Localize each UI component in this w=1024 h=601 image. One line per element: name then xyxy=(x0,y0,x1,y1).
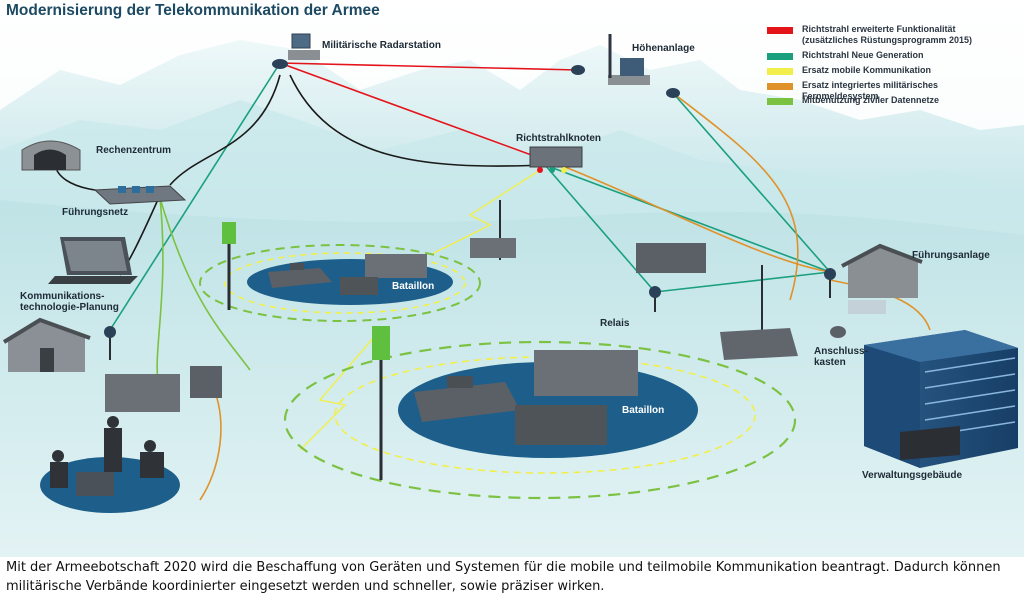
label-line: technologie-Planung xyxy=(20,302,119,313)
scene-illustration xyxy=(0,0,1024,557)
label-kommunikation: Kommunikations-technologie-Planung xyxy=(20,291,119,313)
link-green-hoehe-fuehrung xyxy=(672,92,831,273)
page-title: Modernisierung der Telekommunikation der… xyxy=(6,2,380,19)
legend-text: Ersatz integriertes militärisches Fernme… xyxy=(802,80,939,101)
link-black-radar-netz xyxy=(169,74,281,186)
zone-2-inner xyxy=(334,356,756,474)
label-line: kasten xyxy=(814,357,846,368)
link-yellow-1 xyxy=(429,169,541,256)
legend-text: Richtstrahl erweiterte Funktionalität(zu… xyxy=(802,24,972,46)
label-hoehen: Höhenanlage xyxy=(632,43,695,54)
richtstrahlknoten xyxy=(529,146,583,173)
label-radar: Militärische Radarstation xyxy=(322,40,441,51)
soldiers xyxy=(50,416,164,496)
label-anschluss: Anschluss-kasten xyxy=(814,346,868,368)
radar-station xyxy=(272,33,320,69)
label-fuehrungsanlage: Führungsanlage xyxy=(912,250,990,261)
legend-item-red: Richtstrahl erweiterte Funktionalität(zu… xyxy=(767,24,1017,50)
label-richt: Richtstrahlknoten xyxy=(516,133,602,144)
rechenzentrum xyxy=(21,140,81,171)
link-green-radar-planung xyxy=(109,62,281,331)
caption: Mit der Armeebotschaft 2020 wird die Bes… xyxy=(6,560,1001,594)
legend-line: Richtstrahl erweiterte Funktionalität xyxy=(802,24,956,34)
legend-swatch xyxy=(767,98,793,105)
vehicles-misc xyxy=(105,238,798,412)
label-bataillon-2: Bataillon xyxy=(622,405,665,416)
anschlusskasten xyxy=(830,326,846,338)
link-red-radar-hoehe xyxy=(279,62,579,71)
zone-1-outer xyxy=(199,244,481,322)
label-line: Kommunikations- xyxy=(20,291,105,302)
legend-item-orange: Ersatz integriertes militärisches Fernme… xyxy=(767,80,1017,101)
legend-text: Richtstrahl Neue Generation xyxy=(802,50,924,60)
label-line: Anschluss- xyxy=(814,346,868,357)
link-green-knoten-fuehrung xyxy=(544,164,831,273)
label-bataillon-1: Bataillon xyxy=(392,281,435,292)
legend-swatch xyxy=(767,68,793,75)
zone-2-outer xyxy=(283,340,797,500)
legend-text: Ersatz mobile Kommunikation xyxy=(802,65,932,75)
link-black-knoten-radar xyxy=(289,74,546,167)
label-rechen: Rechenzentrum xyxy=(96,145,172,156)
fuehrungsanlage-house xyxy=(841,243,923,314)
legend-text: Mitbenutzung ziviler Datennetze xyxy=(802,95,940,105)
fuehrungsnetz-switch xyxy=(93,185,187,205)
label-fuehrungsnetz: Führungsnetz xyxy=(62,207,129,218)
antenna-towers xyxy=(104,200,836,480)
legend-swatch xyxy=(767,53,793,60)
hoehenanlage xyxy=(571,34,680,98)
link-orange-knoten xyxy=(559,164,831,273)
legend-swatch xyxy=(767,83,793,90)
link-red-radar-knoten xyxy=(279,62,546,161)
legend-item-yellow: Ersatz mobile Kommunikation xyxy=(767,65,1017,80)
label-verwaltung: Verwaltungsgebäude xyxy=(862,470,963,481)
vehicles-battalion-1 xyxy=(268,254,427,295)
laptop xyxy=(48,237,138,284)
legend-line: (zusätzliches Rüstungsprogramm 2015) xyxy=(802,35,973,45)
legend: Richtstrahl erweiterte Funktionalität(zu… xyxy=(767,24,1017,110)
vehicles-battalion-2 xyxy=(414,350,638,445)
verwaltungsgebaeude xyxy=(864,330,1018,468)
zone-1-inner xyxy=(224,252,466,314)
planning-hut xyxy=(2,317,91,372)
diagram-scene: Modernisierung der Telekommunikation der… xyxy=(0,0,1024,557)
label-relais: Relais xyxy=(600,318,630,329)
link-green-relais-fuehrung xyxy=(654,271,831,293)
legend-item-lightgreen: Mitbenutzung ziviler Datennetze xyxy=(767,95,1017,110)
link-yellow-2 xyxy=(299,329,381,451)
legend-item-green: Richtstrahl Neue Generation xyxy=(767,50,1017,65)
link-lightgreen-2 xyxy=(159,197,251,371)
legend-swatch xyxy=(767,27,793,34)
